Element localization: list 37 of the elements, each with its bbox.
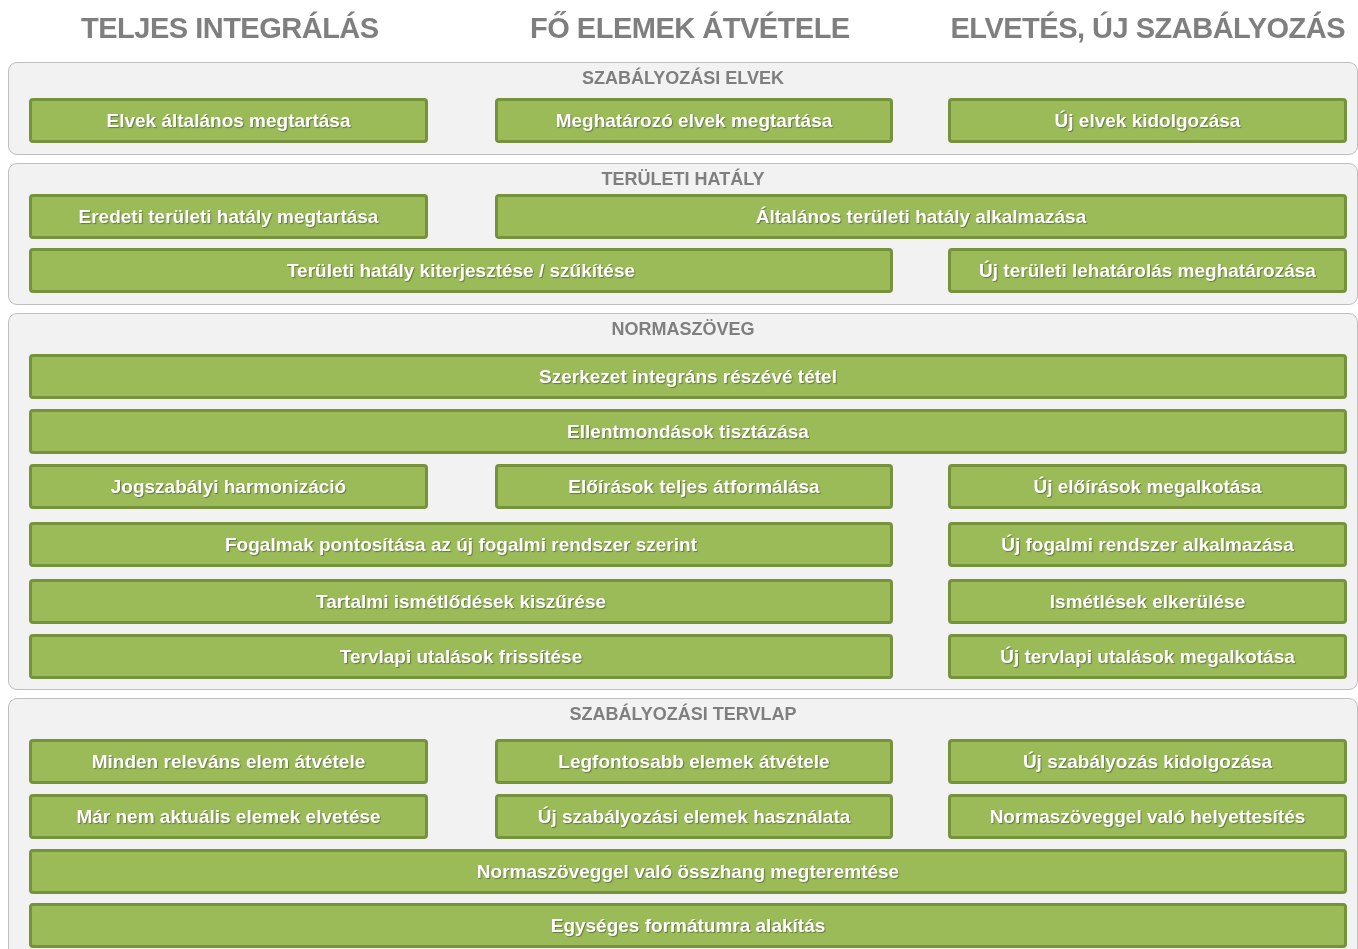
item-bar: Új szabályozási elemek használata <box>495 794 893 839</box>
item-bar: Meghatározó elvek megtartása <box>495 98 893 143</box>
column-heading: FŐ ELEMEK ÁTVÉTELE <box>530 12 850 45</box>
item-bar: Fogalmak pontosítása az új fogalmi rendszer szerint <box>29 522 893 567</box>
item-bar: Új elvek kidolgozása <box>948 98 1347 143</box>
section-title: SZABÁLYOZÁSI TERVLAP <box>568 704 798 725</box>
item-bar: Minden releváns elem átvétele <box>29 739 428 784</box>
section-panel <box>8 698 1358 949</box>
section-title: TERÜLETI HATÁLY <box>600 169 766 190</box>
item-bar: Normaszöveggel való összhang megteremtése <box>29 849 1347 894</box>
item-bar: Általános területi hatály alkalmazása <box>495 194 1347 239</box>
item-bar: Eredeti területi hatály megtartása <box>29 194 428 239</box>
section-title: NORMASZÖVEG <box>610 319 756 340</box>
item-bar: Legfontosabb elemek átvétele <box>495 739 893 784</box>
item-bar: Elvek általános megtartása <box>29 98 428 143</box>
section-title: SZABÁLYOZÁSI ELVEK <box>581 68 785 89</box>
item-bar: Új szabályozás kidolgozása <box>948 739 1347 784</box>
item-bar: Ismétlések elkerülése <box>948 579 1347 624</box>
item-bar: Új fogalmi rendszer alkalmazása <box>948 522 1347 567</box>
item-bar: Már nem aktuális elemek elvetése <box>29 794 428 839</box>
item-bar: Tartalmi ismétlődések kiszűrése <box>29 579 893 624</box>
item-bar: Új előírások megalkotása <box>948 464 1347 509</box>
item-bar: Új területi lehatárolás meghatározása <box>948 248 1347 293</box>
item-bar: Területi hatály kiterjesztése / szűkítése <box>29 248 893 293</box>
section-panel <box>8 163 1358 305</box>
item-bar: Ellentmondások tisztázása <box>29 409 1347 454</box>
section-panel <box>8 62 1358 155</box>
column-heading: ELVETÉS, ÚJ SZABÁLYOZÁS <box>950 12 1346 45</box>
item-bar: Új tervlapi utalások megalkotása <box>948 634 1347 679</box>
item-bar: Előírások teljes átformálása <box>495 464 893 509</box>
column-heading: TELJES INTEGRÁLÁS <box>81 12 379 45</box>
section-panel <box>8 313 1358 690</box>
item-bar: Normaszöveggel való helyettesítés <box>948 794 1347 839</box>
item-bar: Szerkezet integráns részévé tétel <box>29 354 1347 399</box>
item-bar: Tervlapi utalások frissítése <box>29 634 893 679</box>
item-bar: Jogszabályi harmonizáció <box>29 464 428 509</box>
item-bar: Egységes formátumra alakítás <box>29 903 1347 948</box>
